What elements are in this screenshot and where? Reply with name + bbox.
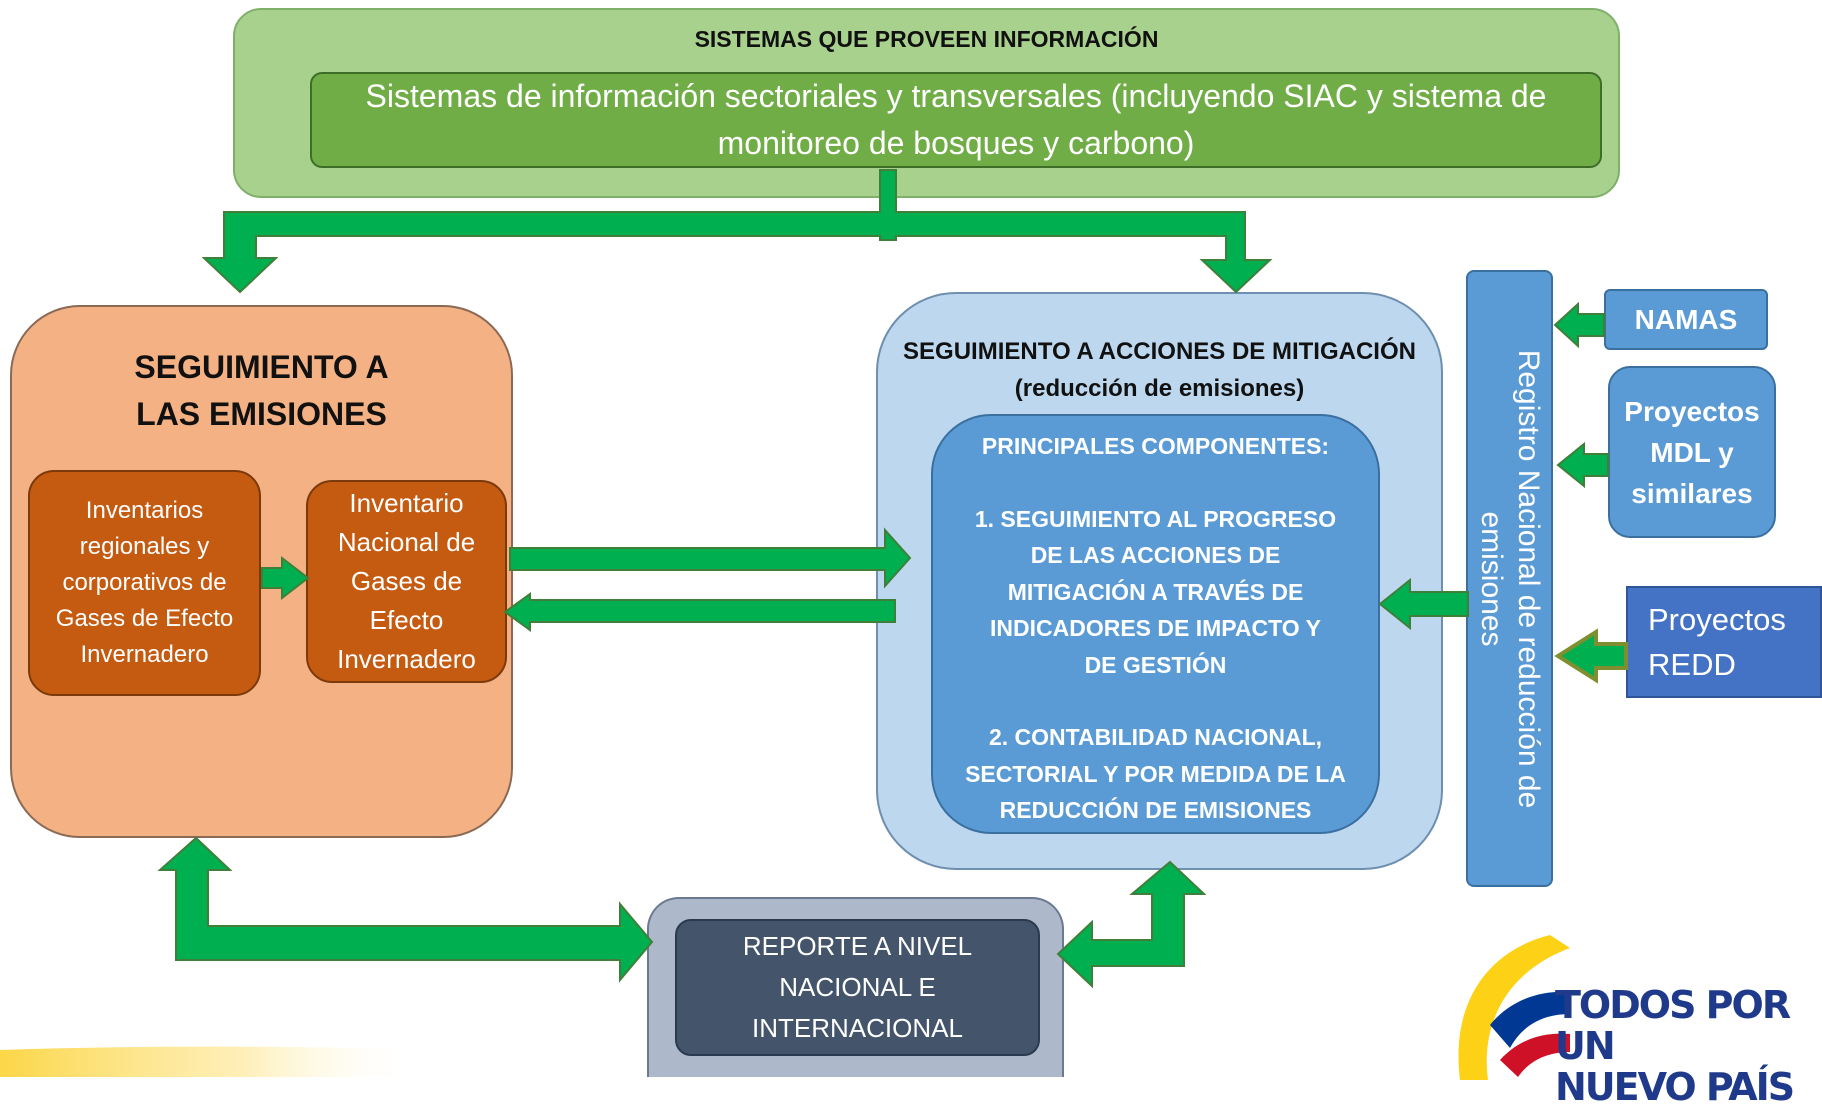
arrow-mdl-to-registry <box>1556 441 1609 489</box>
mdl-projects-box: Proyectos MDL y similares <box>1608 366 1776 538</box>
report-line-2: NACIONAL E <box>779 972 936 1002</box>
regional-inventories-box: Inventarios regionales y corporativos de… <box>28 470 261 696</box>
national-line-2: Nacional de <box>337 527 476 557</box>
sectoral-systems-box: Sistemas de información sectoriales y tr… <box>310 72 1602 168</box>
arrow-top-split <box>201 169 1273 294</box>
logo-line-2: NUEVO PAÍS <box>1555 1065 1795 1109</box>
sectoral-systems-line-1: Sistemas de información sectoriales y tr… <box>365 78 1547 114</box>
component-1-line-1: 1. SEGUIMIENTO AL PROGRESO <box>974 505 1337 532</box>
mitigation-title-line-1: SEGUIMIENTO A ACCIONES DE MITIGACIÓN <box>903 338 1416 365</box>
redd-projects-box: Proyectos REDD <box>1626 586 1822 698</box>
regional-line-5: Invernadero <box>80 641 209 668</box>
flow-arrows <box>157 169 1628 989</box>
mdl-line-1: Proyectos <box>1624 395 1760 427</box>
emissions-title-line-1: SEGUIMIENTO A <box>134 349 389 385</box>
emissions-title-line-2: LAS EMISIONES <box>136 396 387 432</box>
mdl-line-2: MDL y <box>1650 436 1734 468</box>
component-1-line-2: DE LAS ACCIONES DE <box>1030 542 1281 568</box>
component-2-line-3: REDUCCIÓN DE EMISIONES <box>999 797 1312 823</box>
regional-line-2: regionales y <box>79 533 210 560</box>
national-line-1: Inventario <box>349 488 464 518</box>
national-line-3: Gases de <box>350 566 463 596</box>
component-1-line-4: INDICADORES DE IMPACTO Y <box>990 615 1321 641</box>
mitigation-title-line-2: (reducción de emisiones) <box>1014 375 1305 402</box>
national-line-5: Invernadero <box>337 644 476 674</box>
arrow-namas-to-registry <box>1553 301 1605 349</box>
regional-line-1: Inventarios <box>85 497 204 524</box>
arrow-emissions-report <box>157 836 654 983</box>
arrow-national-to-mitigation <box>509 527 912 589</box>
emissions-tracking-title: SEGUIMIENTO A LAS EMISIONES <box>10 344 513 438</box>
report-line-3: INTERNACIONAL <box>752 1013 963 1043</box>
component-1-line-5: DE GESTIÓN <box>1084 651 1227 678</box>
regional-line-3: corporativos de <box>62 569 227 596</box>
national-inventory-box: Inventario Nacional de Gases de Efecto I… <box>306 480 507 683</box>
arrow-report-mitigation <box>1056 860 1207 989</box>
bottom-swoosh-decoration <box>0 1046 700 1077</box>
logo-slogan: TODOS POR UN NUEVO PAÍS <box>1555 985 1822 1108</box>
redd-line-2: REDD <box>1648 647 1736 682</box>
mdl-line-3: similares <box>1631 477 1753 509</box>
arrow-mitigation-to-national <box>503 592 896 632</box>
report-box: REPORTE A NIVEL NACIONAL E INTERNACIONAL <box>675 919 1040 1056</box>
arrow-regional-to-national <box>261 555 310 601</box>
logo-line-1: TODOS POR UN <box>1555 983 1791 1068</box>
national-line-4: Efecto <box>369 605 444 635</box>
arrow-registry-to-components <box>1378 577 1469 631</box>
namas-box: NAMAS <box>1604 289 1768 350</box>
sectoral-systems-line-2: monitoreo de bosques y carbono) <box>717 125 1195 161</box>
component-2-line-2: SECTORIAL Y POR MEDIDA DE LA <box>965 760 1346 787</box>
regional-line-4: Gases de Efecto <box>55 605 234 632</box>
arrow-redd-to-registry <box>1554 628 1628 684</box>
mitigation-tracking-title: SEGUIMIENTO A ACCIONES DE MITIGACIÓN (re… <box>876 333 1443 407</box>
information-systems-title: SISTEMAS QUE PROVEEN INFORMACIÓN <box>694 26 1159 52</box>
main-components-box: PRINCIPALES COMPONENTES: 1. SEGUIMIENTO … <box>931 414 1380 834</box>
colombia-flag-swoosh-logo <box>1458 935 1570 1080</box>
component-2-line-1: 2. CONTABILIDAD NACIONAL, <box>988 724 1323 750</box>
redd-line-1: Proyectos <box>1648 602 1786 637</box>
component-1-line-3: MITIGACIÓN A TRAVÉS DE <box>1007 578 1304 605</box>
report-line-1: REPORTE A NIVEL <box>742 931 973 961</box>
components-title: PRINCIPALES COMPONENTES: <box>981 433 1330 459</box>
registry-bar <box>1466 270 1553 887</box>
